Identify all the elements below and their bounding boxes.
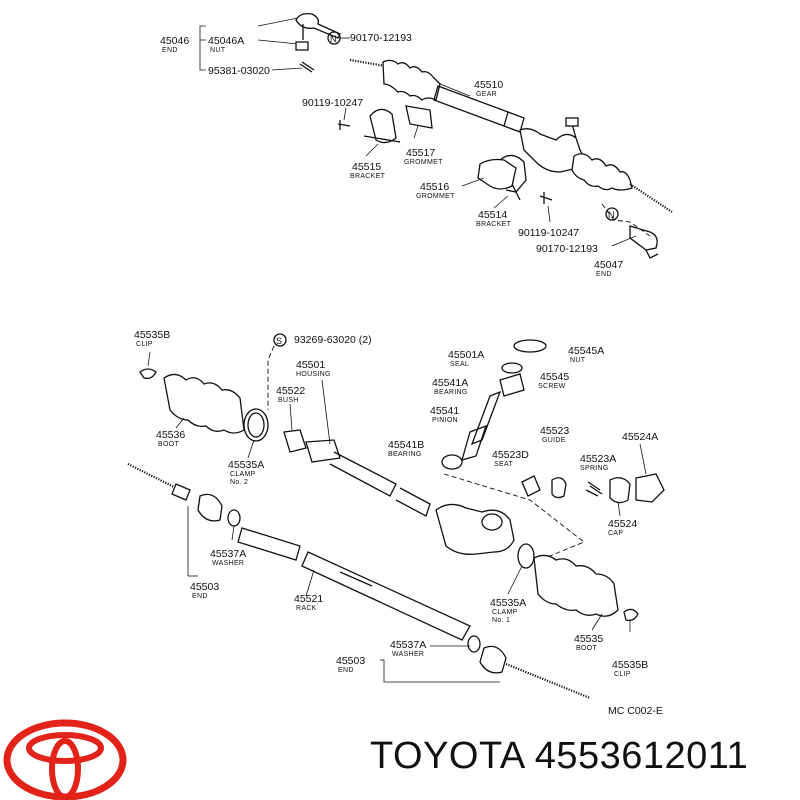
callout-number: 45541A: [432, 377, 468, 389]
callout-number: 45535B: [612, 659, 648, 671]
callout-number: 45517: [406, 147, 435, 159]
callout-number: 45537A: [210, 548, 246, 560]
callout-desc: CLAMP: [492, 609, 518, 616]
callout-desc: BRACKET: [476, 221, 512, 228]
callout-number: 45510: [474, 79, 503, 91]
callout-desc: BOOT: [576, 645, 597, 652]
callout-number: 90170-12193: [350, 32, 412, 44]
callout-desc-2: No. 2: [230, 479, 248, 486]
callout-desc: END: [338, 667, 354, 674]
callout-number: 45545: [540, 371, 569, 383]
callout-number: 45536: [156, 429, 185, 441]
callout-number: 93269-63020 (2): [294, 334, 372, 346]
callout-number: 45522: [276, 385, 305, 397]
callout-desc: GUIDE: [542, 437, 566, 444]
callout-labels: 45046 END 45046A NUT 90170-12193 95381-0…: [134, 32, 663, 717]
callout-desc: END: [596, 271, 612, 278]
callout-number: 45535A: [228, 459, 264, 471]
callout-desc: END: [192, 593, 208, 600]
callout-desc: BUSH: [278, 397, 299, 404]
callout-desc: BEARING: [388, 451, 422, 458]
callout-number: 45516: [420, 181, 449, 193]
brand-part-label: TOYOTA 4553612011: [370, 735, 748, 778]
callout-number: 45524A: [622, 431, 658, 443]
exploded-assembly-drawing: S: [127, 333, 665, 700]
callout-number: 45537A: [390, 639, 426, 651]
callout-desc: PINION: [432, 417, 458, 424]
callout-number: 45046A: [208, 35, 244, 47]
toyota-logo: [3, 719, 127, 800]
callout-desc: CLAMP: [230, 471, 256, 478]
standard-part-marker-letter: S: [276, 336, 282, 346]
callout-number: 90119-10247: [302, 97, 363, 109]
new-part-marker-right: [605, 207, 619, 221]
gear-assembly-drawing: N N: [199, 12, 673, 259]
callout-number: 45535: [574, 633, 603, 645]
callout-desc: GROMMET: [416, 193, 455, 200]
callout-desc: WASHER: [212, 560, 244, 567]
callout-number: 45535B: [134, 329, 170, 341]
callout-number: 45501A: [448, 349, 484, 361]
standard-part-marker: [273, 333, 287, 347]
callout-number: 45047: [594, 259, 623, 271]
callout-number: 45541: [430, 405, 459, 417]
diagram-reference: MC C002-E: [608, 705, 663, 717]
callout-number: 45535A: [490, 597, 526, 609]
callout-desc: BOOT: [158, 441, 179, 448]
callout-desc: BEARING: [434, 389, 468, 396]
callout-desc: BRACKET: [350, 173, 386, 180]
part-number: 4553612011: [534, 735, 749, 777]
callout-number: 45501: [296, 359, 325, 371]
callout-number: 45524: [608, 518, 637, 530]
callout-number: 90119-10247: [518, 227, 579, 239]
new-part-marker-right-letter: N: [608, 210, 615, 220]
callout-desc: END: [162, 47, 178, 54]
new-part-marker-letter: N: [330, 34, 337, 44]
callout-desc: GROMMET: [404, 159, 443, 166]
callout-number: 45523D: [492, 449, 529, 461]
brand-name: TOYOTA: [370, 735, 524, 777]
callout-number: 45523: [540, 425, 569, 437]
callout-desc: SEAT: [494, 461, 513, 468]
callout-number: 45523A: [580, 453, 616, 465]
callout-desc: SCREW: [538, 383, 566, 390]
callout-desc-2: No. 1: [492, 617, 510, 624]
callout-desc: CAP: [608, 530, 623, 537]
callout-desc: SPRING: [580, 465, 609, 472]
callout-number: 45514: [478, 209, 507, 221]
callout-desc: HOUSING: [296, 371, 331, 378]
callout-desc: SEAL: [450, 361, 469, 368]
callout-number: 45521: [294, 593, 323, 605]
callout-number: 45503: [336, 655, 365, 667]
callout-number: 45515: [352, 161, 381, 173]
callout-desc: CLIP: [136, 341, 153, 348]
callout-number: 90170-12193: [536, 243, 598, 255]
callout-number: 45503: [190, 581, 219, 593]
callout-number: 45046: [160, 35, 189, 47]
callout-number: 95381-03020: [208, 65, 270, 77]
callout-number: 45545A: [568, 345, 604, 357]
callout-desc: GEAR: [476, 91, 497, 98]
callout-desc: WASHER: [392, 651, 424, 658]
callout-desc: NUT: [210, 47, 226, 54]
callout-desc: CLIP: [614, 671, 631, 678]
callout-number: 45541B: [388, 439, 424, 451]
callout-desc: NUT: [570, 357, 586, 364]
callout-desc: RACK: [296, 605, 317, 612]
